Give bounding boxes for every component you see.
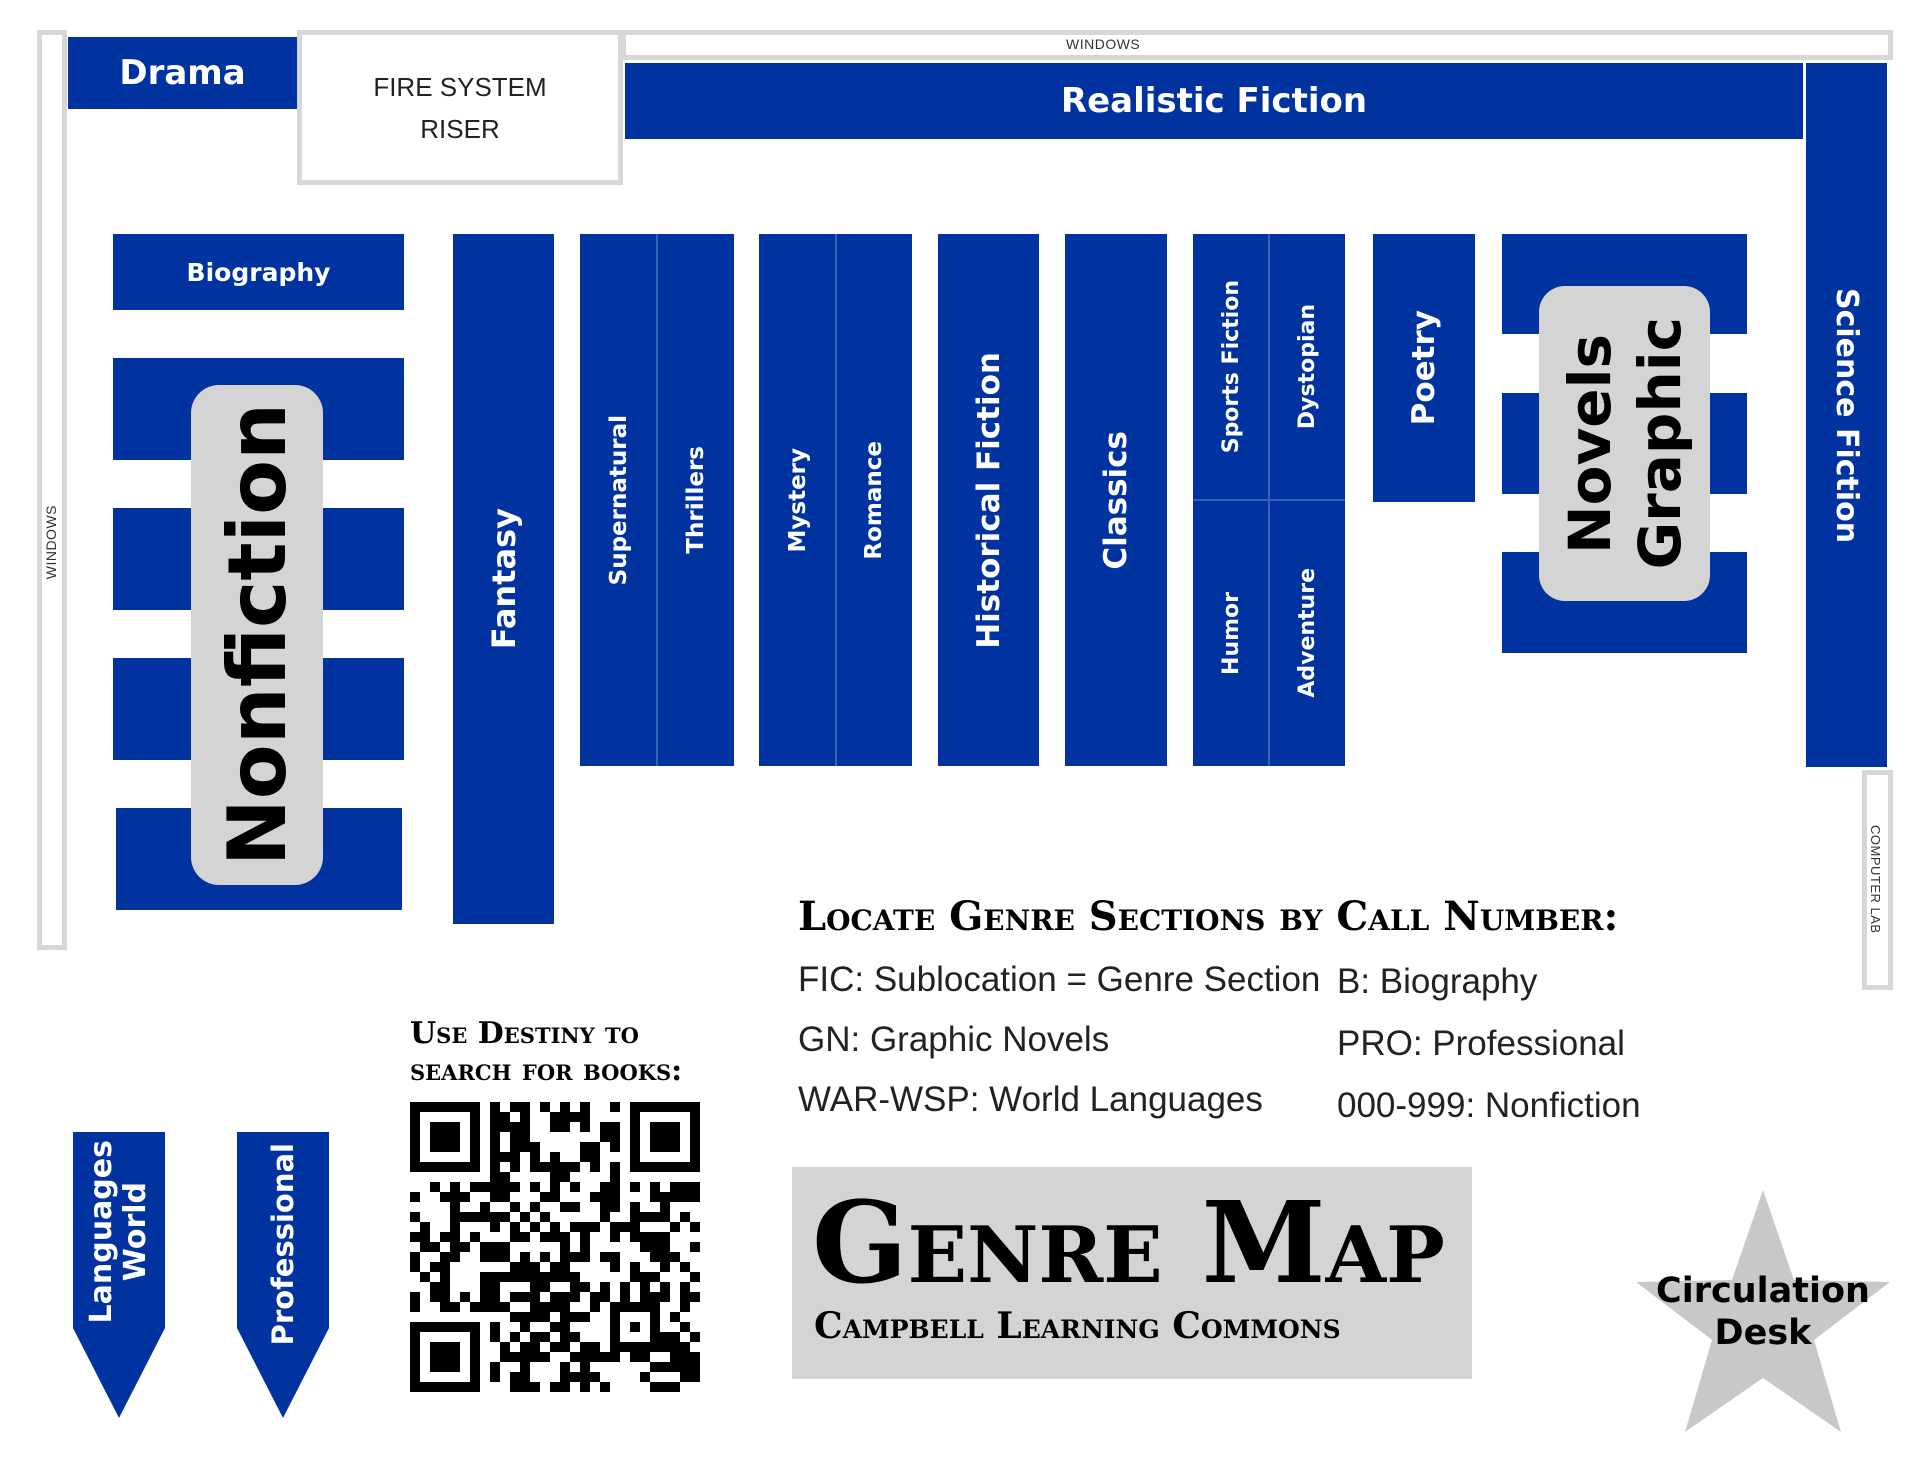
fire-system-label-2: RISER [420, 113, 500, 144]
realistic-fiction-label: Realistic Fiction [1060, 81, 1368, 121]
circulation-desk-label-2: Desk [1714, 1313, 1812, 1353]
supernatural-label: Supernatural [605, 414, 632, 586]
classics-label: Classics [1098, 430, 1134, 570]
fire-system-label-1: FIRE SYSTEM [373, 71, 547, 102]
key-war-wsp: WAR-WSP: World Languages [798, 1080, 1263, 1119]
nonfiction-label: Nonfiction [210, 403, 304, 867]
key-heading: Locate Genre Sections by Call Number: [798, 893, 1619, 940]
wall-computer-lab [1862, 770, 1893, 990]
biography-label: Biography [186, 257, 331, 287]
page-title: Genre Map [812, 1178, 1445, 1309]
key-pro: PRO: Professional [1337, 1024, 1625, 1063]
circulation-desk-label: Circulation Desk [1633, 1270, 1893, 1354]
world-languages-marker[interactable] [73, 1132, 165, 1418]
science-fiction-label: Science Fiction [1829, 288, 1864, 544]
windows-top-label: WINDOWS [1066, 36, 1141, 52]
section-realistic-fiction[interactable]: Realistic Fiction [625, 63, 1803, 139]
destiny-caption-2: search for books: [410, 1053, 683, 1088]
star-icon[interactable] [1633, 1188, 1893, 1438]
key-nonfiction: 000-999: Nonfiction [1337, 1086, 1641, 1125]
section-adventure[interactable]: Adventure [1269, 500, 1345, 766]
historical-fiction-label: Historical Fiction [970, 351, 1007, 649]
section-drama[interactable]: Drama [68, 37, 297, 109]
section-fantasy[interactable]: Fantasy [453, 234, 554, 924]
humor-label: Humor [1218, 591, 1244, 675]
graphic-novels-label-1: Graphic [1625, 317, 1694, 570]
key-gn: GN: Graphic Novels [798, 1020, 1110, 1059]
world-languages-label-1: World [118, 1182, 153, 1282]
section-supernatural[interactable]: Supernatural [580, 234, 657, 766]
graphic-novels-label-panel: Novels Graphic [1539, 286, 1710, 601]
section-classics[interactable]: Classics [1065, 234, 1167, 766]
page-subtitle: Campbell Learning Commons [814, 1305, 1341, 1347]
section-thrillers[interactable]: Thrillers [657, 234, 734, 766]
wall-windows-top [621, 30, 1893, 60]
section-dystopian[interactable]: Dystopian [1269, 234, 1345, 500]
qr-code-icon[interactable] [410, 1102, 700, 1392]
section-historical-fiction[interactable]: Historical Fiction [938, 234, 1039, 766]
section-biography[interactable]: Biography [113, 234, 404, 310]
mystery-label: Mystery [784, 447, 811, 553]
sports-fiction-label: Sports Fiction [1218, 280, 1244, 454]
romance-label: Romance [861, 440, 887, 560]
section-mystery[interactable]: Mystery [759, 234, 836, 766]
professional-label: Professional [237, 1132, 329, 1357]
computer-lab-label: COMPUTER LAB [1868, 825, 1883, 934]
windows-left-label: WINDOWS [43, 505, 59, 580]
nonfiction-label-panel: Nonfiction [191, 385, 323, 885]
drama-label: Drama [119, 53, 246, 93]
key-fic: FIC: Sublocation = Genre Section [798, 960, 1321, 999]
world-languages-label: Languages World [73, 1132, 165, 1332]
fantasy-label: Fantasy [484, 508, 523, 650]
poetry-label: Poetry [1406, 310, 1442, 426]
dystopian-label: Dystopian [1294, 304, 1320, 430]
destiny-caption: Use Destiny to search for books: [410, 1015, 682, 1089]
destiny-caption-1: Use Destiny to [410, 1016, 639, 1051]
professional-label-text: Professional [266, 1143, 300, 1346]
section-science-fiction[interactable]: Science Fiction [1806, 63, 1887, 767]
section-poetry[interactable]: Poetry [1373, 234, 1475, 502]
shelf-divider [656, 234, 658, 766]
professional-marker[interactable] [237, 1132, 329, 1418]
section-humor[interactable]: Humor [1193, 500, 1269, 766]
adventure-label: Adventure [1294, 568, 1320, 698]
thrillers-label: Thrillers [682, 446, 709, 554]
world-languages-label-2: Languages [84, 1140, 119, 1324]
section-romance[interactable]: Romance [836, 234, 912, 766]
shelf-divider [835, 234, 837, 766]
graphic-novels-label-2: Novels [1555, 333, 1624, 554]
title-panel: Genre Map Campbell Learning Commons [792, 1167, 1472, 1379]
fire-system-riser: FIRE SYSTEM RISER [297, 30, 623, 185]
section-sports-fiction[interactable]: Sports Fiction [1193, 234, 1269, 500]
circulation-desk-label-1: Circulation [1656, 1271, 1870, 1311]
shelf-divider [1193, 499, 1345, 501]
wall-windows-left [37, 30, 67, 950]
key-b: B: Biography [1337, 962, 1538, 1001]
